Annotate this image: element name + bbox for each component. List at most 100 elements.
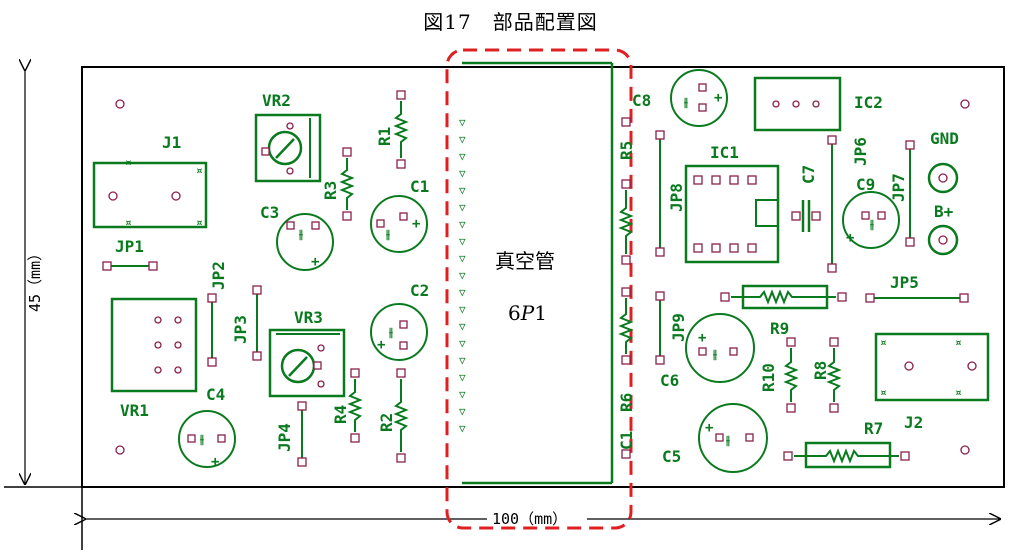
label-c11: C1 — [617, 431, 636, 450]
svg-text:+: + — [377, 337, 385, 353]
gnd-terminal — [927, 162, 959, 194]
svg-text:▽: ▽ — [459, 303, 466, 316]
svg-text:¤: ¤ — [955, 386, 962, 399]
vr1-potentiometer — [110, 297, 198, 393]
label-jp6: JP6 — [851, 137, 870, 166]
svg-text:▽: ▽ — [459, 218, 466, 231]
label-jp5: JP5 — [890, 273, 919, 292]
label-jp9: JP9 — [669, 313, 688, 342]
svg-text:▽: ▽ — [459, 167, 466, 180]
r6-resistor — [618, 287, 634, 459]
label-vr2: VR2 — [262, 91, 291, 110]
label-r1: R1 — [375, 127, 394, 146]
label-j1: J1 — [162, 133, 181, 152]
jp6-jumper — [827, 135, 837, 273]
height-label: 45（mm） — [26, 246, 44, 312]
label-r10: R10 — [759, 363, 778, 392]
label-r6: R6 — [617, 393, 636, 412]
svg-text:▽: ▽ — [459, 252, 466, 265]
label-vr1: VR1 — [120, 401, 149, 420]
svg-text:▽: ▽ — [459, 235, 466, 248]
mounting-holes — [115, 99, 970, 455]
svg-text:⫲: ⫲ — [713, 347, 717, 361]
svg-text:+: + — [705, 420, 713, 436]
label-jp3: JP3 — [231, 315, 250, 344]
svg-text:+: + — [311, 254, 319, 270]
svg-text:▽: ▽ — [459, 201, 466, 214]
tube-highlight-box — [445, 48, 633, 530]
ic1-chip — [684, 164, 780, 264]
svg-text:▽: ▽ — [459, 133, 466, 146]
jp4-jumper — [297, 401, 307, 467]
svg-text:¤: ¤ — [125, 156, 132, 169]
jp1-jumper — [102, 261, 158, 271]
r8-resistor — [826, 337, 842, 413]
jp7-jumper — [905, 140, 915, 247]
jp8-jumper — [655, 130, 665, 257]
label-r4: R4 — [331, 405, 350, 424]
label-jp2: JP2 — [209, 261, 228, 290]
r4-resistor — [347, 368, 363, 443]
c3-capacitor: + ⫲ — [276, 213, 334, 271]
c2-capacitor: + ⫲ — [370, 303, 428, 361]
c7-capacitor — [791, 200, 821, 232]
r10-resistor — [783, 337, 799, 413]
svg-text:▽: ▽ — [459, 269, 466, 282]
r9-resistor — [720, 284, 847, 310]
svg-text:▽: ▽ — [459, 286, 466, 299]
label-c3: C3 — [260, 203, 279, 222]
label-jp1: JP1 — [115, 237, 144, 256]
svg-text:¤: ¤ — [880, 336, 887, 349]
svg-text:▽: ▽ — [459, 371, 466, 384]
tube-pins: ▽ ▽ ▽ ▽ ▽ ▽ ▽ ▽ ▽ ▽ ▽ ▽ ▽ ▽ ▽ ▽ ▽ ▽ ▽ — [459, 116, 466, 435]
svg-text:⫲: ⫲ — [726, 433, 730, 447]
svg-text:▽: ▽ — [459, 337, 466, 350]
label-j2: J2 — [904, 413, 923, 432]
label-jp8: JP8 — [667, 183, 686, 212]
vr2-potentiometer — [254, 113, 322, 183]
label-vr3: VR3 — [294, 308, 323, 327]
svg-text:¤: ¤ — [955, 336, 962, 349]
label-jp7: JP7 — [889, 173, 908, 202]
r5-resistor — [618, 117, 634, 265]
svg-text:⫲: ⫲ — [870, 217, 874, 231]
c5-capacitor: + ⫲ — [698, 403, 768, 473]
label-c7: C7 — [799, 165, 818, 184]
width-dimension: 100（mm） — [82, 487, 1000, 550]
label-c4: C4 — [206, 385, 225, 404]
jp3-jumper — [252, 285, 262, 361]
svg-text:¤: ¤ — [125, 216, 132, 229]
svg-text:▽: ▽ — [459, 388, 466, 401]
label-c8: C8 — [632, 91, 651, 110]
vr3-potentiometer — [268, 328, 346, 398]
r7-resistor — [783, 441, 910, 469]
svg-text:+: + — [846, 230, 854, 246]
label-gnd: GND — [930, 129, 959, 148]
jp5-jumper — [865, 293, 969, 303]
c1-capacitor: + ⫲ — [370, 195, 428, 253]
label-c6: C6 — [660, 371, 679, 390]
svg-text:¤: ¤ — [196, 164, 203, 177]
svg-text:⫲: ⫲ — [299, 227, 303, 241]
svg-text:⫲: ⫲ — [200, 432, 204, 446]
svg-text:▽: ▽ — [459, 405, 466, 418]
label-ic2: IC2 — [854, 93, 883, 112]
label-r7: R7 — [864, 419, 883, 438]
label-c1: C1 — [410, 177, 429, 196]
label-c2: C2 — [410, 281, 429, 300]
c9-capacitor: + ⫲ — [842, 191, 900, 249]
label-c5: C5 — [662, 447, 681, 466]
label-r3: R3 — [321, 181, 340, 200]
jp9-jumper — [655, 291, 665, 365]
svg-text:+: + — [714, 90, 722, 106]
tube-label: 真空管 — [495, 249, 555, 273]
tube-model: 6P1 — [508, 301, 547, 325]
svg-text:▽: ▽ — [459, 184, 466, 197]
r1-resistor — [393, 90, 409, 169]
svg-text:⫲: ⫲ — [389, 325, 393, 339]
svg-text:+: + — [211, 454, 219, 470]
board-outline — [81, 66, 1005, 488]
svg-text:⫲: ⫲ — [684, 95, 688, 109]
jp2-jumper — [207, 293, 217, 367]
